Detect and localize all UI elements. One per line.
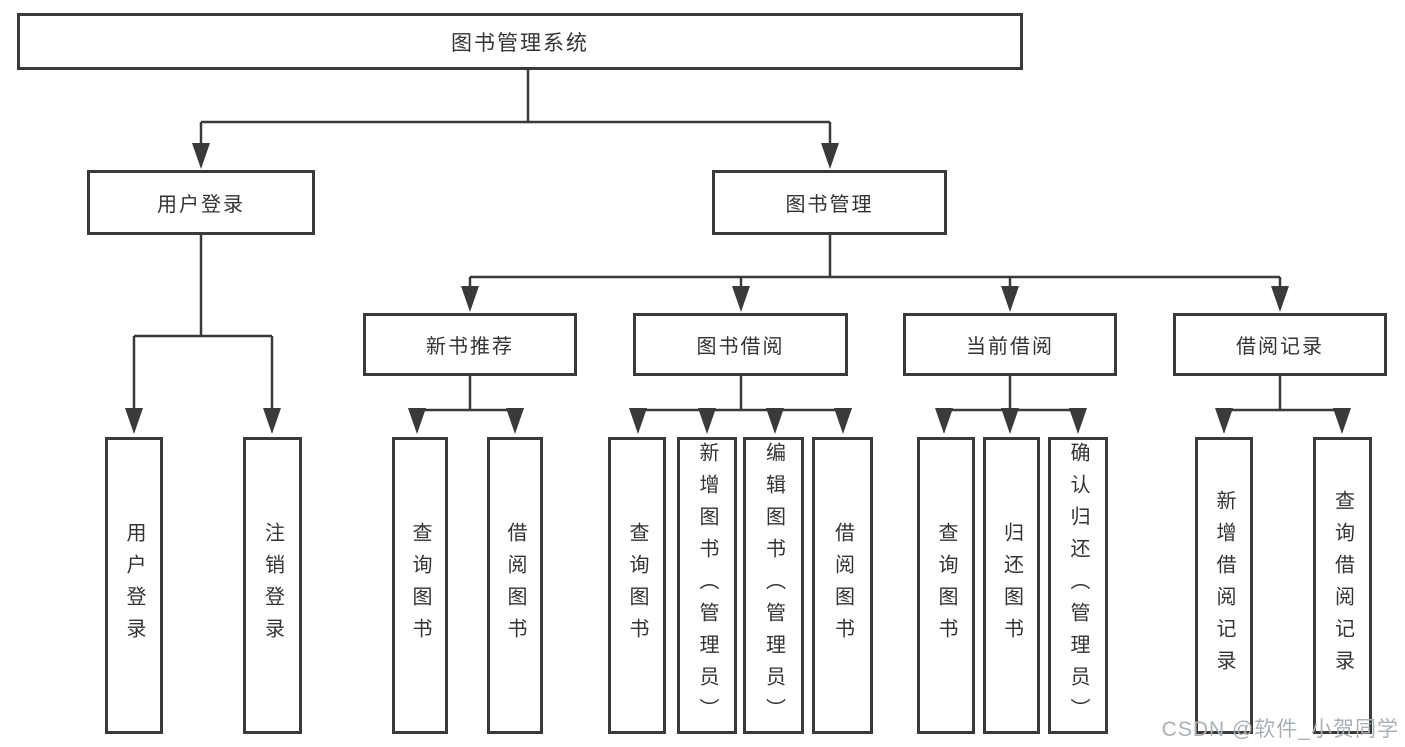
leaf-user-login: 用户登录	[105, 437, 163, 734]
leaf-return-books: 归还图书	[983, 437, 1040, 734]
leaf-borrow-books-borrowing: 借阅图书	[812, 437, 873, 734]
leaf-query-books-current: 查询图书	[917, 437, 975, 734]
node-book-management: 图书管理	[712, 170, 947, 235]
leaf-add-borrow-record: 新增借阅记录	[1195, 437, 1253, 734]
node-new-book-recommendation: 新书推荐	[363, 313, 577, 376]
leaf-add-books-admin: 新增图书（管理员）	[677, 437, 737, 734]
leaf-borrow-books-recommend: 借阅图书	[487, 437, 543, 734]
node-current-borrowing: 当前借阅	[903, 313, 1117, 376]
csdn-watermark: CSDN @软件_小贺同学	[1161, 718, 1399, 741]
node-user-login: 用户登录	[87, 170, 315, 235]
leaf-edit-books-admin: 编辑图书（管理员）	[743, 437, 804, 734]
leaf-confirm-return-admin: 确认归还（管理员）	[1048, 437, 1108, 734]
node-book-borrowing: 图书借阅	[633, 313, 848, 376]
node-root: 图书管理系统	[17, 13, 1023, 70]
node-borrowing-records: 借阅记录	[1173, 313, 1387, 376]
leaf-query-borrow-record: 查询借阅记录	[1313, 437, 1372, 734]
leaf-query-books-recommend: 查询图书	[392, 437, 448, 734]
leaf-query-books-borrowing: 查询图书	[608, 437, 666, 734]
leaf-logout-login: 注销登录	[243, 437, 302, 734]
